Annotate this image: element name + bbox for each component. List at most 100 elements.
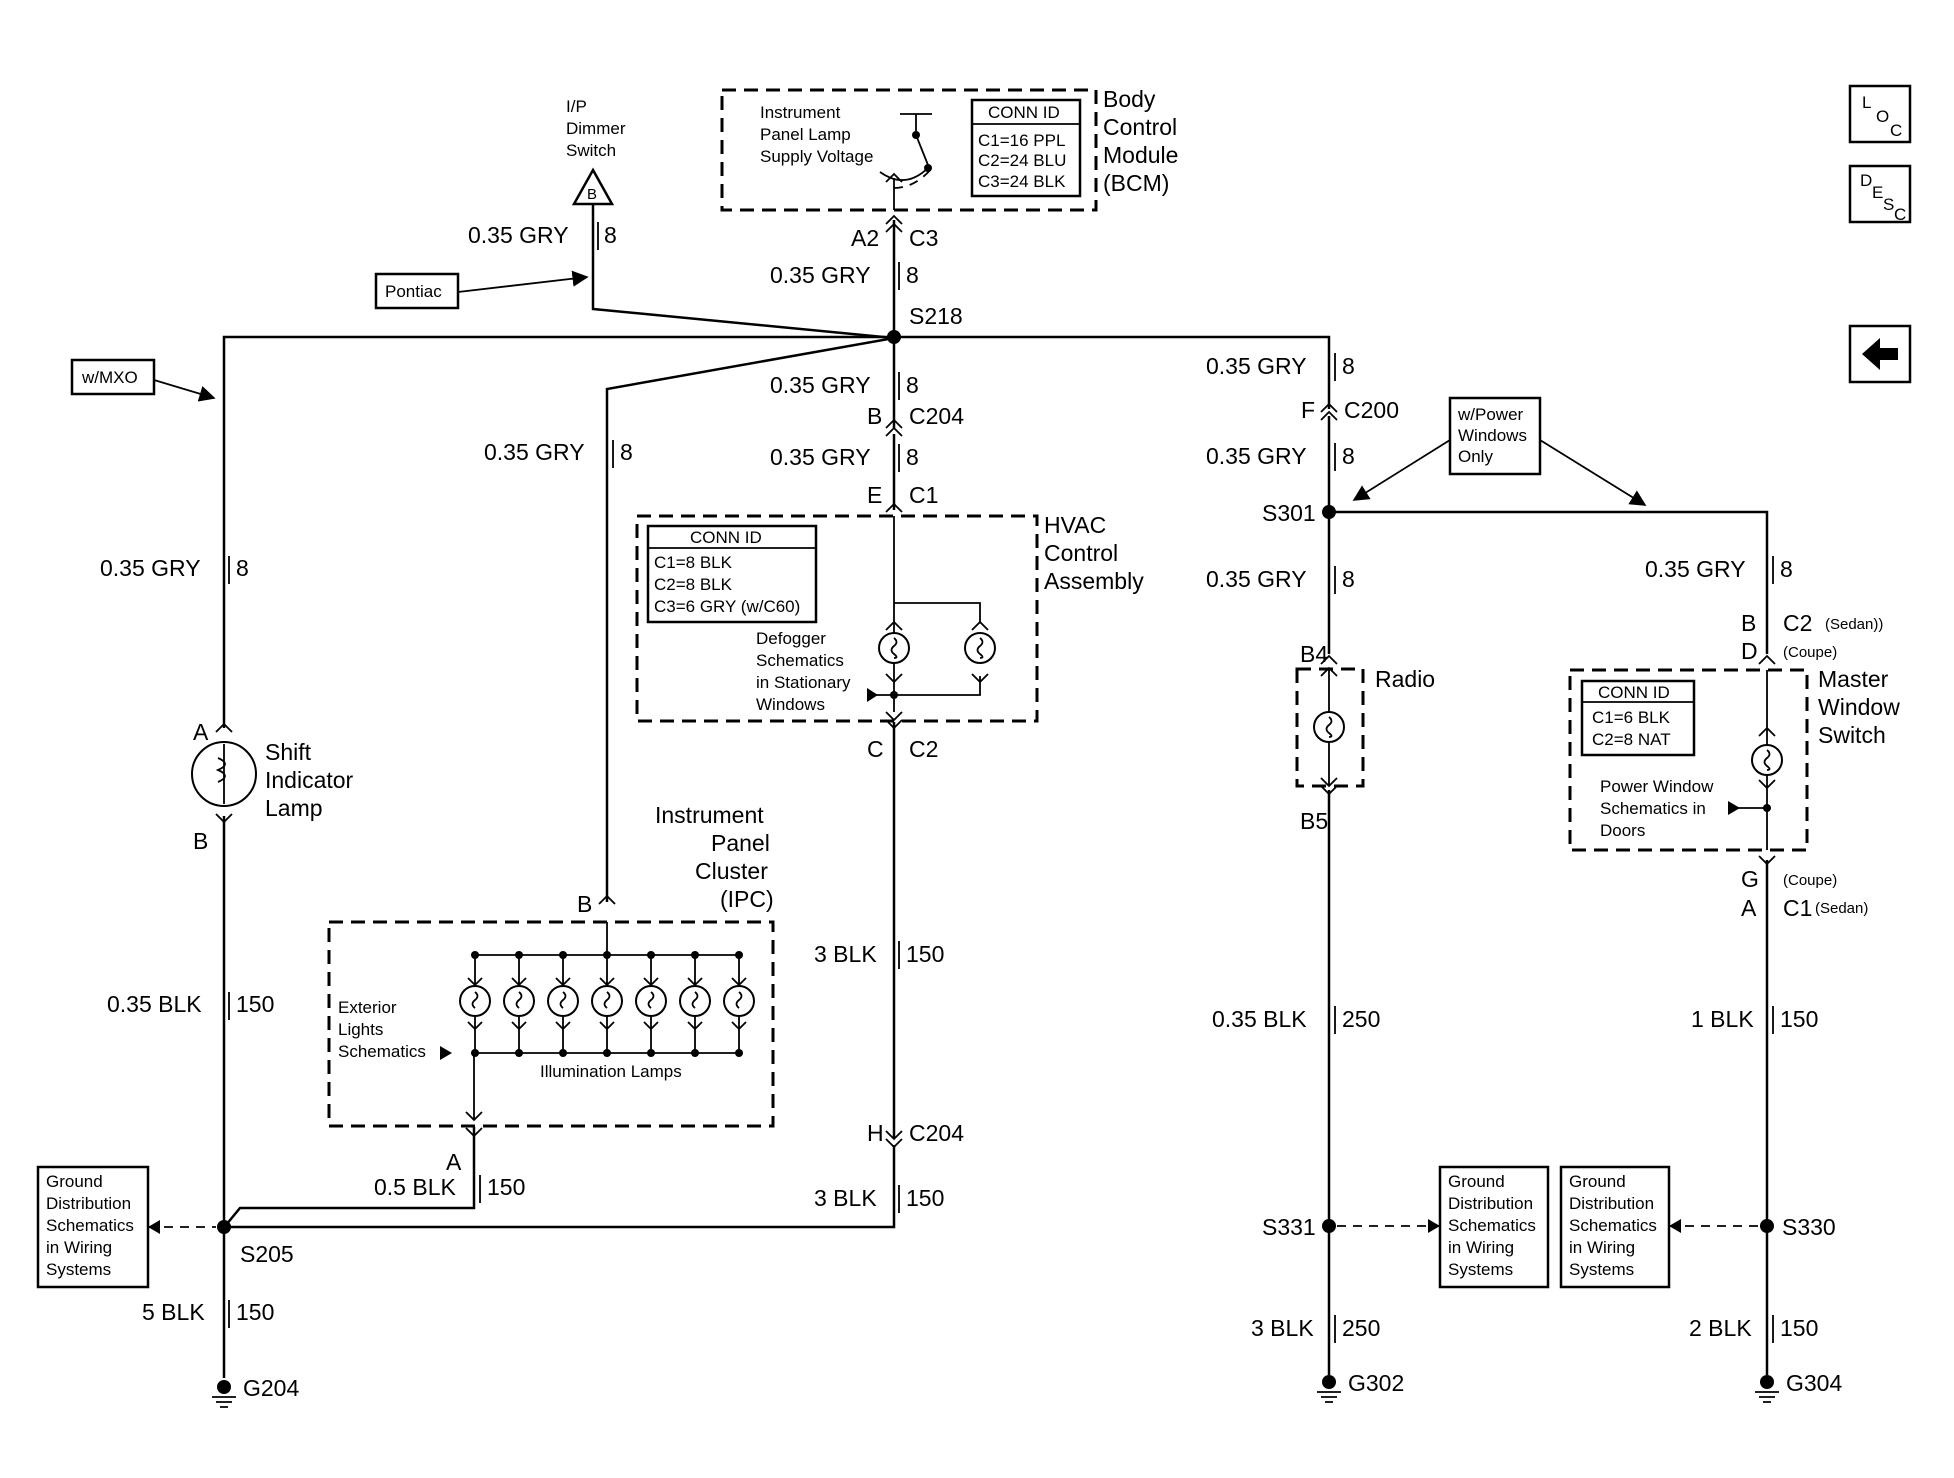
mws-conn-id-box — [1580, 679, 1696, 757]
chevron-shift-a — [215, 722, 233, 733]
note-power-windows-2: Windows — [1458, 426, 1527, 445]
label-c200-s301-circuit: 8 — [1342, 443, 1355, 469]
note-pontiac-label: Pontiac — [385, 282, 442, 301]
wire-s301-to-mws — [1329, 510, 1769, 654]
note-wmxo: w/MXO — [70, 358, 216, 402]
label-dimmer-wire: 0.35 GRY — [468, 222, 569, 248]
splice-s301-label: S301 — [1262, 500, 1316, 526]
conn-f: F — [1301, 397, 1315, 423]
loc-button[interactable]: L O C — [1848, 84, 1912, 144]
back-button[interactable] — [1848, 324, 1912, 384]
ipc-name-3: Cluster — [695, 858, 768, 884]
wire-s218-left — [222, 335, 894, 728]
chevron-b4 — [1320, 654, 1338, 665]
hvac-inner-4: Windows — [756, 695, 825, 714]
conn-d-mws: D — [1741, 638, 1758, 664]
ground-ref-mid-4: in Wiring — [1448, 1238, 1514, 1257]
ground-ref-left-4: in Wiring — [46, 1238, 112, 1257]
ground-ref-right: Ground Distribution Schematics in Wiring… — [1559, 1165, 1759, 1289]
ground-g204-icon — [212, 1380, 236, 1408]
bcm-conn-header: CONN ID — [988, 103, 1060, 122]
label-radio-ground-circuit: 250 — [1342, 1006, 1380, 1032]
ground-ref-right-1: Ground — [1569, 1172, 1626, 1191]
bcm-name-2: Control — [1103, 114, 1177, 140]
label-s218-c204-circuit: 8 — [906, 372, 919, 398]
hvac-conn-c2: C2=8 BLK — [654, 575, 733, 594]
chevron-shift-b — [215, 813, 233, 824]
label-c204-c1-wire: 0.35 GRY — [770, 444, 871, 470]
ground-g304-label: G304 — [1786, 1370, 1842, 1396]
conn-a-mws: A — [1741, 895, 1757, 921]
bcm-name-4: (BCM) — [1103, 170, 1169, 196]
note-pontiac: Pontiac — [374, 270, 589, 310]
label-ipc-ground-circuit: 150 — [487, 1174, 525, 1200]
label-c200-s301-wire: 0.35 GRY — [1206, 443, 1307, 469]
master-window-switch: CONN ID C1=6 BLK C2=8 NAT Power Window S… — [1568, 666, 1900, 852]
hvac-name-1: HVAC — [1044, 512, 1106, 538]
ipc-cluster: Instrument Panel Cluster (IPC) Exterior … — [327, 802, 775, 1128]
desc-button[interactable]: D E S C — [1848, 164, 1912, 224]
label-hvac-ground-circuit: 150 — [906, 941, 944, 967]
label-mws-ground-circuit: 150 — [1780, 1006, 1818, 1032]
dimmer-switch: I/P Dimmer Switch B — [566, 97, 626, 206]
wire-s218-to-ipc — [605, 336, 895, 902]
mws-inner-3: Doors — [1600, 821, 1645, 840]
note-power-windows-1: w/Power — [1457, 405, 1524, 424]
dimmer-label-2: Dimmer — [566, 119, 626, 138]
ground-ref-left-2: Distribution — [46, 1194, 131, 1213]
conn-sedan-c1: (Sedan) — [1815, 900, 1868, 917]
ground-ref-right-2: Distribution — [1569, 1194, 1654, 1213]
ipc-lamp-3-icon — [547, 951, 579, 1057]
ipc-lamps-label: Illumination Lamps — [540, 1062, 682, 1081]
hvac-conn-c3: C3=6 GRY (w/C60) — [654, 597, 800, 616]
conn-h: H — [867, 1120, 884, 1146]
conn-a-shift: A — [193, 719, 209, 745]
chevron-ipc-a — [465, 1127, 483, 1138]
note-wmxo-label: w/MXO — [81, 368, 138, 387]
connector-chevrons — [215, 214, 1776, 1149]
shift-indicator-lamp: Shift Indicator Lamp — [191, 739, 354, 821]
label-ipc-feed-circuit: 8 — [620, 439, 633, 465]
hvac-control-assembly: CONN ID C1=8 BLK C2=8 BLK C3=6 GRY (w/C6… — [635, 512, 1144, 723]
label-shift-ground-wire: 0.35 BLK — [107, 991, 202, 1017]
ipc-lamp-1-icon — [459, 951, 491, 1057]
conn-a-ipc: A — [446, 1149, 462, 1175]
conn-c1-hvac: C1 — [909, 482, 938, 508]
ground-g304-icon — [1755, 1375, 1779, 1403]
conn-b-ipc: B — [577, 891, 592, 917]
desc-letter-s: S — [1883, 195, 1894, 214]
hvac-name-2: Control — [1044, 540, 1118, 566]
ground-ref-right-4: in Wiring — [1569, 1238, 1635, 1257]
chevron-c204-top — [885, 418, 903, 437]
label-c204-c1-circuit: 8 — [906, 444, 919, 470]
splice-s331-label: S331 — [1262, 1214, 1316, 1240]
conn-c3: C3 — [909, 225, 938, 251]
mws-conn-c2: C2=8 NAT — [1592, 730, 1671, 749]
mws-name-2: Window — [1818, 694, 1900, 720]
conn-c1-mws: C1 — [1783, 895, 1812, 921]
label-mws-feed-circuit: 8 — [1780, 556, 1793, 582]
mws-inner-1: Power Window — [1600, 777, 1714, 796]
chevron-c2-mws — [1758, 654, 1776, 665]
note-power-windows: w/Power Windows Only — [1352, 396, 1647, 506]
label-g302-wire: 3 BLK — [1251, 1315, 1314, 1341]
label-shift-feed-wire: 0.35 GRY — [100, 555, 201, 581]
conn-c-hvac: C — [867, 736, 884, 762]
radio: Radio — [1295, 666, 1435, 788]
label-g204-circuit: 150 — [236, 1299, 274, 1325]
ground-ref-mid-2: Distribution — [1448, 1194, 1533, 1213]
shift-lamp-name-2: Indicator — [265, 767, 354, 793]
bcm-inner-label-2: Panel Lamp — [760, 125, 851, 144]
ground-ref-left-5: Systems — [46, 1260, 111, 1279]
chevron-c204-bottom — [885, 1130, 903, 1149]
label-mws-ground-wire: 1 BLK — [1691, 1006, 1754, 1032]
splice-s205-dot — [217, 1220, 231, 1234]
desc-letter-e: E — [1872, 183, 1883, 202]
chevron-c200 — [1320, 402, 1338, 421]
label-g304-wire: 2 BLK — [1689, 1315, 1752, 1341]
ground-g204-label: G204 — [243, 1375, 299, 1401]
conn-b-shift: B — [193, 828, 208, 854]
bcm-conn-c2: C2=24 BLU — [978, 151, 1066, 170]
ipc-inner-3: Schematics — [338, 1042, 426, 1061]
bcm-switch-icon — [879, 113, 932, 210]
